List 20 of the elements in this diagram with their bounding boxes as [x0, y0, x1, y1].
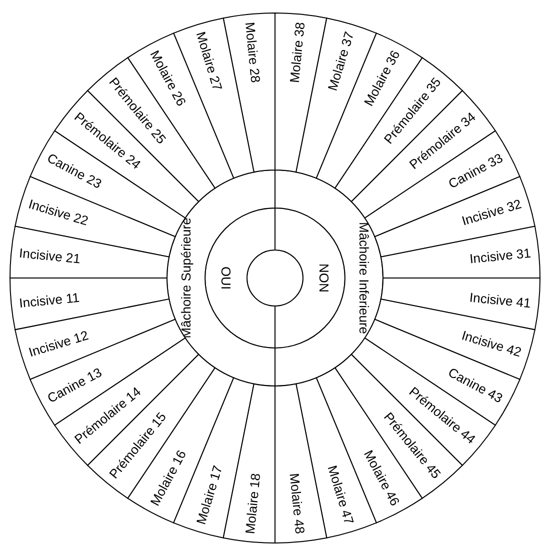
- segment-label: Mâchoire Inferieure: [356, 222, 372, 334]
- sector-label: Incisive 32: [460, 196, 524, 228]
- segment-label: NON: [316, 264, 332, 292]
- sector-label: Molaire 28: [242, 22, 264, 84]
- segment-label: Mâchoire Supérieure: [178, 218, 194, 338]
- sector-label: Incisive 22: [26, 196, 90, 228]
- sector-label: Molaire 17: [193, 464, 226, 526]
- sector-label: Molaire 18: [242, 472, 264, 534]
- sector-label: Molaire 37: [324, 30, 357, 92]
- segment-label: OUI: [218, 266, 234, 290]
- sector-label: Incisive 11: [18, 290, 80, 311]
- sector-label: Incisive 31: [468, 245, 532, 266]
- sector-label: Molaire 38: [286, 22, 308, 84]
- sector-label: Molaire 27: [193, 30, 226, 92]
- sector-label: Molaire 48: [286, 472, 308, 534]
- sector-label: Molaire 47: [324, 464, 357, 526]
- sector-label: Incisive 42: [460, 328, 524, 360]
- sector-label: Incisive 12: [26, 328, 90, 360]
- sector-label: Incisive 21: [18, 245, 82, 266]
- sector-label: Incisive 41: [468, 290, 532, 311]
